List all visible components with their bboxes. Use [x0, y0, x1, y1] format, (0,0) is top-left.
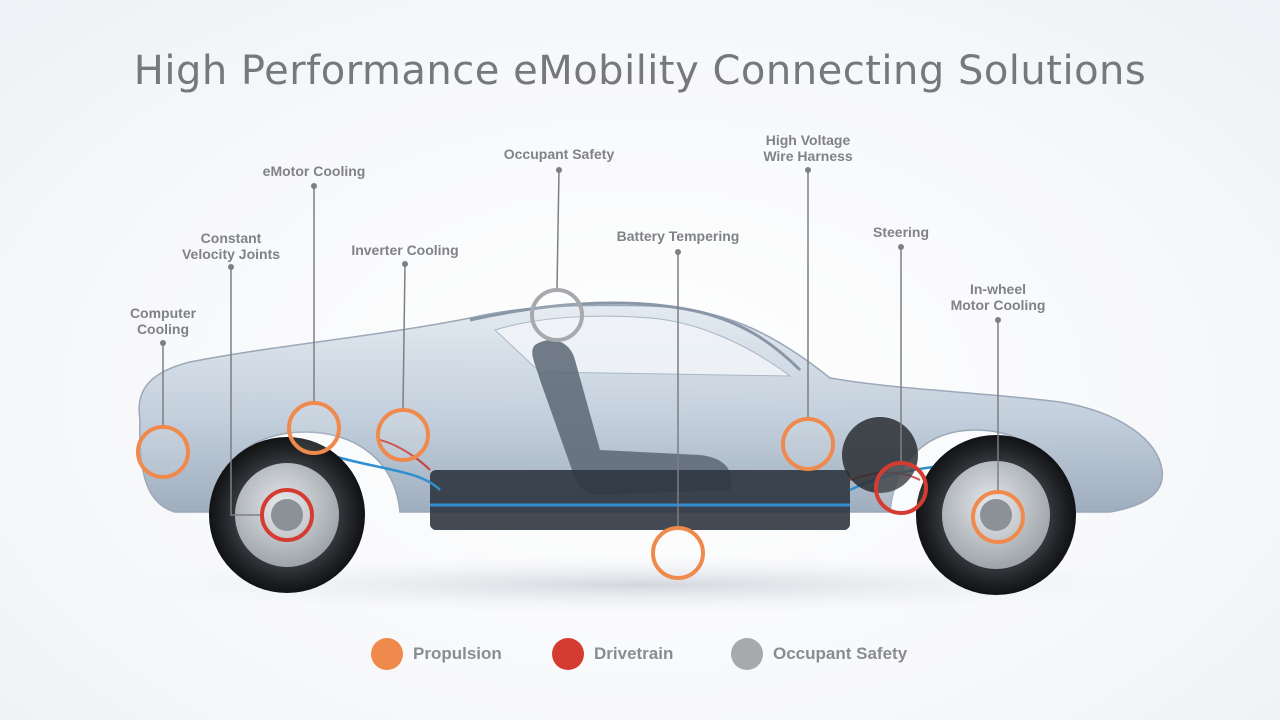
occupant-safety-anchor-dot — [556, 167, 562, 173]
callout-layer — [136, 167, 1025, 580]
page-title: High Performance eMobility Connecting So… — [133, 48, 1147, 94]
cv-joints-leader-line — [230, 267, 260, 516]
cv-joints-marker-ring[interactable] — [260, 488, 314, 542]
occupant-safety-leader-line — [556, 169, 560, 289]
legend-propulsion-label: Propulsion — [413, 644, 502, 663]
legend-occupant-safety-label: Occupant Safety — [773, 644, 908, 663]
hv-wire-harness-marker-ring[interactable] — [781, 417, 835, 471]
steering-label: Steering — [872, 224, 930, 240]
battery-tempering-marker-ring[interactable] — [651, 526, 705, 580]
car-seat — [532, 340, 732, 495]
battery-tempering-label: Battery Tempering — [616, 228, 740, 244]
battery-pack — [430, 470, 850, 530]
emotor-cooling-marker-ring[interactable] — [287, 401, 341, 455]
rear-wheel — [209, 437, 365, 593]
cv-joints-label: Constant Velocity Joints — [181, 230, 281, 262]
steering-anchor-dot — [898, 244, 904, 250]
brake-disc — [842, 417, 918, 493]
computer-cooling-label: Computer Cooling — [129, 305, 197, 337]
inverter-cooling-leader-line — [402, 263, 406, 409]
legend-occupant-safety: Occupant Safety — [731, 637, 907, 671]
inverter-cooling-anchor-dot — [402, 261, 408, 267]
legend-drivetrain-swatch — [552, 638, 584, 670]
occupant-safety-label: Occupant Safety — [503, 146, 615, 162]
hv-wire-harness-label: High Voltage Wire Harness — [763, 132, 853, 164]
computer-cooling-anchor-dot — [160, 340, 166, 346]
steering-marker-ring[interactable] — [874, 461, 928, 515]
emotor-cooling-label: eMotor Cooling — [262, 163, 366, 179]
cv-joints-anchor-dot — [228, 264, 234, 270]
legend-drivetrain-label: Drivetrain — [594, 644, 674, 663]
legend-occupant-safety-swatch — [731, 638, 763, 670]
legend-drivetrain: Drivetrain — [552, 637, 673, 671]
inverter-cooling-marker-ring[interactable] — [376, 408, 430, 462]
inwheel-motor-cooling-label: In-wheel Motor Cooling — [950, 281, 1046, 313]
occupant-safety-marker-ring[interactable] — [530, 288, 584, 342]
computer-cooling-marker-ring[interactable] — [136, 425, 190, 479]
roof-rail — [469, 301, 802, 372]
hv-wire-harness-anchor-dot — [805, 167, 811, 173]
front-wheel — [916, 435, 1076, 595]
emotor-cooling-anchor-dot — [311, 183, 317, 189]
inverter-cooling-label: Inverter Cooling — [351, 242, 459, 258]
inwheel-motor-cooling-marker-ring[interactable] — [971, 490, 1025, 544]
legend-propulsion-swatch — [371, 638, 403, 670]
legend-propulsion: Propulsion — [371, 637, 502, 671]
battery-tempering-anchor-dot — [675, 249, 681, 255]
inwheel-motor-cooling-anchor-dot — [995, 317, 1001, 323]
ground-shadow — [80, 555, 1200, 615]
